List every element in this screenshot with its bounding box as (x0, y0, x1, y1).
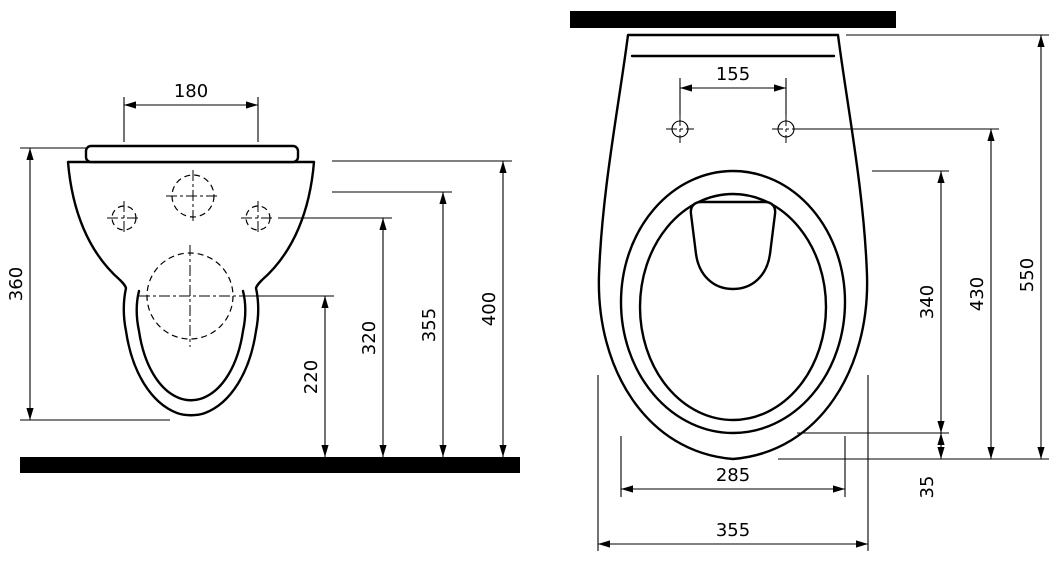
front-view: 180 360 400 355 320 (6, 81, 520, 473)
dim-seat-ring-length: 340 (917, 171, 945, 433)
dim-label-220: 220 (301, 360, 322, 394)
dim-label-360: 360 (6, 267, 27, 301)
dim-fixing-hole-spacing: 155 (679, 64, 787, 115)
floor-line (20, 457, 520, 473)
front-seat-top (84, 144, 300, 164)
dim-label-285: 285 (716, 465, 750, 486)
dim-label-400: 400 (479, 292, 500, 326)
dim-total-width: 355 (597, 375, 869, 551)
flush-outlet (689, 200, 777, 291)
dim-rim-underside-height: 355 (332, 191, 452, 457)
dim-label-35: 35 (917, 476, 938, 499)
bowl-opening (638, 192, 828, 422)
dim-label-550: 550 (1017, 258, 1038, 292)
dim-outlet-height: 220 (240, 295, 334, 457)
dim-rim-top-height: 400 (332, 160, 512, 457)
dim-front-lip: 35 (917, 433, 945, 499)
dim-label-355-width: 355 (716, 520, 750, 541)
dim-top-hole-spacing: 180 (123, 81, 259, 142)
dim-side-hole-height: 320 (278, 217, 392, 457)
front-bowl-outline (66, 160, 316, 417)
dim-hole-line-to-front: 430 (967, 129, 995, 459)
front-bowl-inner-line (135, 289, 247, 402)
dim-label-320: 320 (359, 321, 380, 355)
dim-label-340: 340 (917, 285, 938, 319)
top-view: 155 340 35 430 550 (570, 11, 1049, 551)
dim-total-length: 550 (1017, 35, 1045, 459)
dim-label-430: 430 (967, 277, 988, 311)
dim-label-155: 155 (716, 64, 750, 85)
dim-seat-ring-width: 285 (620, 436, 846, 497)
dim-label-355: 355 (419, 308, 440, 342)
dim-bowl-height: 360 (6, 147, 170, 421)
dim-label-180: 180 (174, 81, 208, 102)
wall-line (570, 11, 896, 28)
